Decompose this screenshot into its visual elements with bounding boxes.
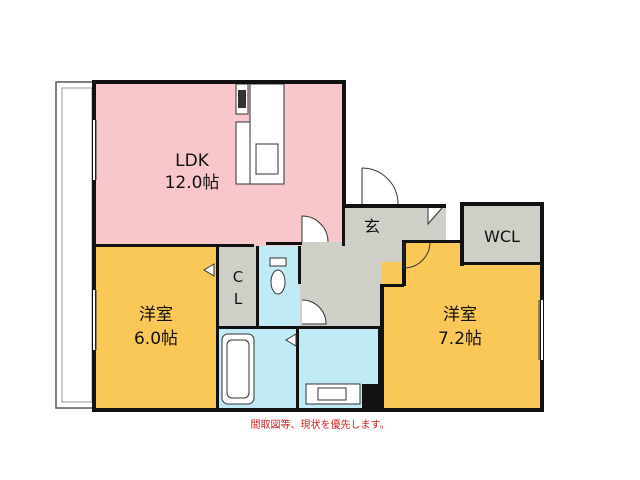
closet-c-label: C xyxy=(233,268,243,286)
washer-pan xyxy=(362,384,378,408)
western-left-label: 洋室 xyxy=(139,305,173,325)
door-marker-bath xyxy=(285,333,297,347)
western-room-left xyxy=(94,246,218,410)
closet-cl xyxy=(218,246,258,328)
toilet-icon xyxy=(269,257,287,295)
ldk-size: 12.0帖 xyxy=(165,173,220,193)
western-room-right xyxy=(382,262,540,410)
balcony xyxy=(55,81,95,409)
wcl-room xyxy=(464,206,540,264)
washbasin-icon xyxy=(305,383,361,405)
kitchen-counter xyxy=(235,83,285,185)
western-right-label: 洋室 xyxy=(443,305,477,325)
ldk-label: LDK xyxy=(175,151,210,171)
western-right-size: 7.2帖 xyxy=(438,329,482,349)
door-marker-left xyxy=(203,263,215,277)
door-arcs xyxy=(301,167,443,325)
western-left-size: 6.0帖 xyxy=(134,329,178,349)
windows xyxy=(93,120,543,360)
closet-l-label: L xyxy=(234,290,243,308)
disclaimer-note: 間取図等、現状を優先します。 xyxy=(250,420,390,431)
bathtub-icon xyxy=(221,333,255,405)
entrance-label: 玄 xyxy=(364,217,380,236)
wcl-label: WCL xyxy=(484,227,520,246)
